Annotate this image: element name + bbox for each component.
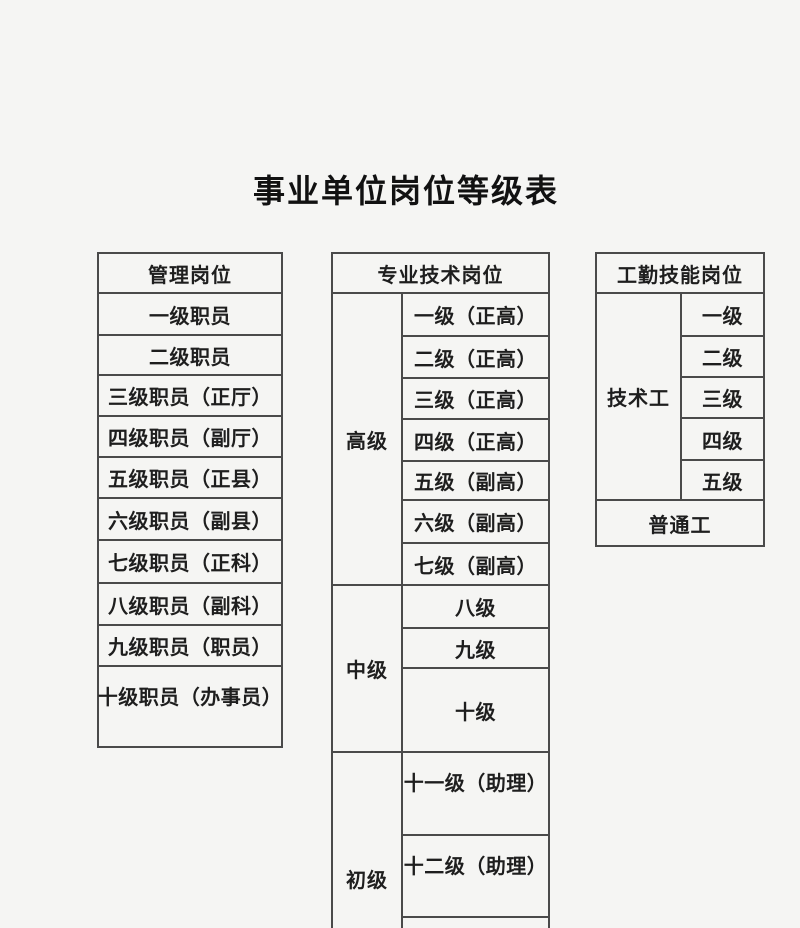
table-row: 九级	[403, 629, 548, 669]
table-row: 七级（副高）	[414, 555, 537, 578]
section-label-intermediate: 中级	[333, 586, 403, 751]
management-table-header: 管理岗位	[99, 254, 281, 294]
table-row: 七级职员（正科）	[99, 541, 281, 584]
senior-items: 一级（正高） 二级（正高） 三级（正高） 四级（正高） 五级（副高） 六级（副高…	[403, 294, 548, 584]
table-row: 九级职员（职员）	[99, 626, 281, 667]
table-row: 四级	[682, 419, 763, 461]
table-row: 三级（正高）	[403, 379, 548, 420]
table-row: 二级	[682, 337, 763, 378]
table-row: 三级	[682, 378, 763, 419]
table-row: 一级职员	[99, 294, 281, 336]
table-row: 一级（正高）	[403, 294, 548, 337]
technical-worker-items: 一级 二级 三级 四级 五级	[682, 294, 763, 499]
ordinary-worker-row: 普通工	[648, 515, 712, 537]
table-row: 六级（副高）	[403, 501, 548, 544]
table-row: 十级职员（办事员）	[97, 687, 283, 709]
table-row: 二级职员	[99, 336, 281, 376]
table-row: 二级（正高）	[403, 337, 548, 379]
table-row: 八级职员（副科）	[99, 584, 281, 626]
table-row: 三级职员（正厅）	[99, 376, 281, 417]
junior-items: 十一级（助理） 十二级（助理）	[403, 753, 548, 928]
table-row: 五级	[702, 471, 743, 494]
table-row: 一级	[682, 294, 763, 337]
table-row: 八级	[403, 586, 548, 629]
worker-table: 工勤技能岗位 技术工 一级 二级 三级 四级 五级 普通工	[595, 252, 765, 547]
professional-table-header: 专业技术岗位	[333, 254, 548, 294]
table-row: 五级职员（正县）	[99, 458, 281, 499]
section-label-technical-worker: 技术工	[597, 294, 682, 499]
section-label-senior: 高级	[333, 294, 403, 584]
management-table: 管理岗位 一级职员 二级职员 三级职员（正厅） 四级职员（副厅） 五级职员（正县…	[97, 252, 283, 748]
table-row: 四级（正高）	[403, 420, 548, 462]
page-title: 事业单位岗位等级表	[252, 173, 559, 209]
intermediate-items: 八级 九级 十级	[403, 586, 548, 751]
table-row: 四级职员（副厅）	[99, 417, 281, 458]
table-row	[403, 918, 548, 928]
table-row: 六级职员（副县）	[99, 499, 281, 541]
senior-section: 高级 一级（正高） 二级（正高） 三级（正高） 四级（正高） 五级（副高） 六级…	[333, 294, 548, 586]
technical-worker-section: 技术工 一级 二级 三级 四级 五级	[597, 294, 763, 501]
table-row: 十一级（助理）	[403, 753, 548, 836]
junior-section: 初级 十一级（助理） 十二级（助理）	[333, 753, 548, 928]
table-row: 十级	[455, 701, 496, 724]
professional-table: 专业技术岗位 高级 一级（正高） 二级（正高） 三级（正高） 四级（正高） 五级…	[331, 252, 550, 928]
table-row: 五级（副高）	[403, 462, 548, 501]
table-row: 十二级（助理）	[403, 836, 548, 918]
section-label-junior: 初级	[333, 753, 403, 928]
intermediate-section: 中级 八级 九级 十级	[333, 586, 548, 753]
worker-table-header: 工勤技能岗位	[597, 254, 763, 294]
